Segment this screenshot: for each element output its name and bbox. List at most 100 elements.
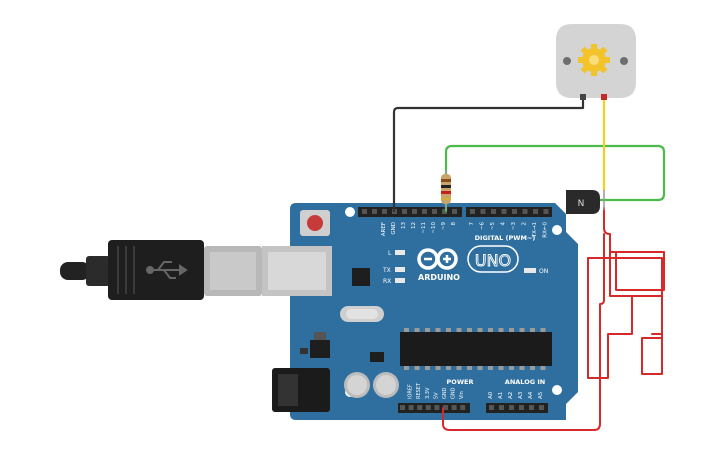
led-rx — [395, 278, 405, 283]
chip-pin — [456, 366, 462, 370]
header-pin-hole[interactable] — [539, 405, 544, 410]
analog-pin-label: A0 — [488, 391, 494, 399]
motor-screw — [620, 57, 628, 65]
analog-pin-label: A4 — [528, 391, 534, 399]
header-pin-hole[interactable] — [512, 209, 517, 214]
chip-pin — [509, 328, 514, 332]
transistor-body — [566, 190, 600, 214]
reset-button-cap[interactable] — [307, 215, 323, 231]
chip-pin — [467, 366, 472, 370]
resistor[interactable] — [441, 170, 451, 210]
header-pin-hole[interactable] — [499, 405, 504, 410]
digital-pin-label: AREF — [381, 222, 387, 236]
header-pin-hole[interactable] — [509, 405, 514, 410]
digital-pin-label: 12 — [411, 222, 417, 229]
header-pin-hole[interactable] — [412, 209, 417, 214]
analog-title: ANALOG IN — [505, 378, 545, 386]
gear-tooth — [591, 44, 597, 50]
usb-cable[interactable] — [60, 240, 262, 300]
chip-pin — [404, 366, 409, 370]
header-pin-hole[interactable] — [434, 405, 440, 410]
header-pin-hole[interactable] — [519, 405, 524, 410]
mount-hole — [345, 207, 355, 217]
header-pin-hole[interactable] — [417, 405, 423, 410]
digital-pin-label: ~11 — [421, 222, 427, 234]
header-pin-hole[interactable] — [362, 209, 367, 214]
chip-pin — [519, 328, 525, 332]
chip-pin — [530, 328, 535, 332]
wire-green-base[interactable] — [444, 144, 666, 213]
led-tx-label: TX — [382, 267, 391, 274]
header-pin-hole[interactable] — [400, 405, 405, 410]
header-pin-hole[interactable] — [372, 209, 377, 214]
chip-pin — [425, 366, 430, 370]
chip-pin — [477, 366, 483, 370]
header-pin-hole[interactable] — [522, 209, 528, 214]
digital-pin-label: 7 — [469, 222, 475, 226]
chip-pin — [498, 366, 504, 370]
power-header — [398, 403, 470, 413]
header-pin-hole[interactable] — [443, 405, 448, 410]
header-pin-hole[interactable] — [422, 209, 427, 214]
digital-pin-label: 13 — [401, 222, 407, 229]
header-pin-hole[interactable] — [470, 209, 475, 214]
model-badge — [467, 245, 519, 273]
chip-pin — [488, 328, 493, 332]
chip-pin — [509, 366, 514, 370]
digital-pin-label: ~9 — [441, 222, 447, 231]
gear-tooth — [591, 70, 597, 76]
header-pin-hole[interactable] — [491, 209, 496, 214]
usb-chip — [352, 268, 370, 286]
header-pin-hole[interactable] — [489, 405, 494, 410]
digital-pin-label: ~5 — [490, 222, 496, 231]
motor-terminal-pos — [601, 94, 607, 100]
chip-pin — [425, 328, 430, 332]
wire-red-5v[interactable] — [442, 207, 665, 431]
header-pin-hole[interactable] — [460, 405, 466, 410]
chip-pin — [540, 366, 546, 370]
chip-pin — [435, 366, 441, 370]
usb-symbol-icon — [146, 261, 188, 279]
brand-label: ARDUINO — [418, 273, 460, 282]
header-pin-hole[interactable] — [529, 405, 534, 410]
led-tx — [395, 267, 405, 272]
voltage-regulator — [310, 340, 330, 358]
chip-pin — [414, 328, 420, 332]
header-pin-hole[interactable] — [408, 405, 414, 410]
dc-motor[interactable] — [556, 24, 636, 100]
header-pin-hole[interactable] — [382, 209, 387, 214]
npn-transistor[interactable]: N — [566, 190, 605, 214]
power-pin-label: 3.3V — [425, 387, 431, 399]
digital-header-right — [466, 207, 552, 217]
digital-pin-label: 8 — [451, 222, 457, 226]
header-pin-hole[interactable] — [533, 209, 538, 214]
chip-pin — [540, 328, 546, 332]
usb-cable-strain-relief — [86, 256, 110, 286]
power-pin-label: Vin — [459, 391, 465, 399]
motor-terminal-neg — [580, 94, 586, 100]
analog-pin-label: A3 — [518, 391, 524, 399]
chip-pin — [530, 366, 535, 370]
header-pin-hole[interactable] — [480, 209, 486, 214]
analog-pin-label: A2 — [508, 392, 514, 399]
led-rx-label: RX — [383, 278, 391, 285]
header-pin-hole[interactable] — [442, 209, 447, 214]
analog-pin-label: A1 — [498, 392, 504, 399]
gear-tooth — [578, 57, 584, 63]
gear-tooth — [604, 57, 610, 63]
on-label: ON — [539, 268, 548, 275]
header-pin-hole[interactable] — [452, 209, 457, 214]
header-pin-hole[interactable] — [501, 209, 507, 214]
header-pin-hole[interactable] — [402, 209, 407, 214]
chip-pin — [477, 328, 483, 332]
header-pin-hole[interactable] — [451, 405, 457, 410]
arduino-infinity-logo-icon — [417, 248, 458, 270]
header-pin-hole[interactable] — [425, 405, 431, 410]
header-pin-hole[interactable] — [432, 209, 437, 214]
chip-pin — [467, 328, 472, 332]
wires — [392, 94, 666, 431]
digital-pin-label: RX←0 — [543, 222, 549, 238]
header-pin-hole[interactable] — [543, 209, 549, 214]
wire-black-gnd[interactable] — [392, 94, 585, 213]
